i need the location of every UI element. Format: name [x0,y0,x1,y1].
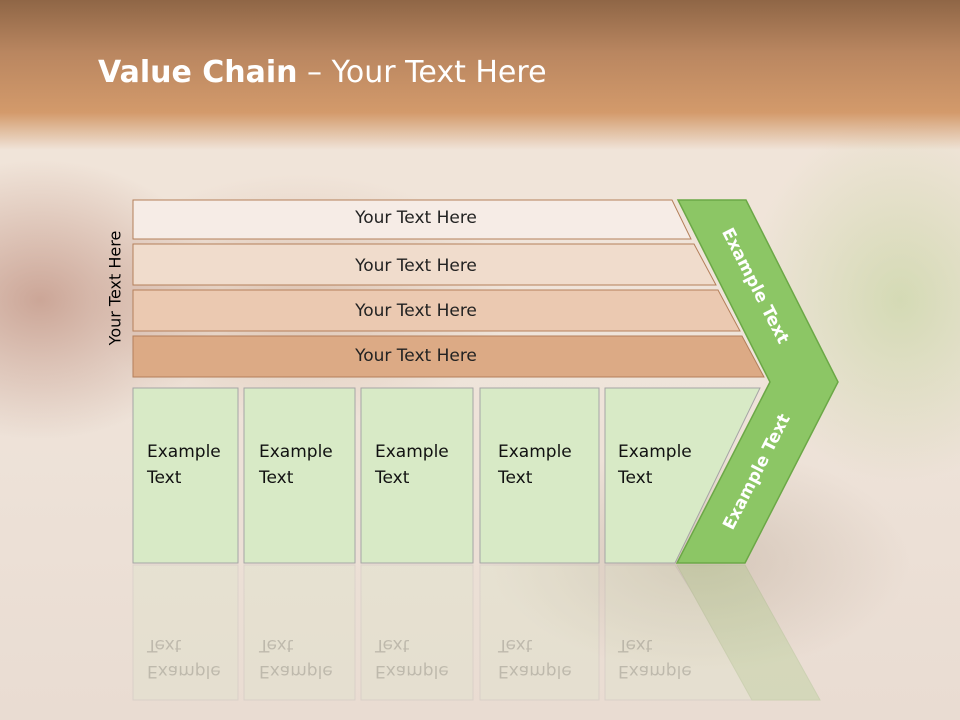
row-band-1 [132,199,692,240]
cell-box-1 [132,387,239,564]
row-band-4 [132,335,765,378]
reflection [132,564,821,701]
cell-reflection-4-line2: Text [498,635,533,655]
cell-box-5 [604,387,761,564]
cell-label-5-line2: Text [618,468,653,488]
row-band-2 [132,243,717,286]
cell-label-1-line2: Text [147,468,182,488]
cell-label-1-line1: Example [147,442,221,462]
cell-reflection-3: Example Text [375,632,449,684]
cell-label-4-line1: Example [498,442,572,462]
cell-reflection-1-line1: Example [147,661,221,681]
row-band-3 [132,289,741,332]
cell-reflection-4-line1: Example [498,661,572,681]
cell-label-2-line2: Text [259,468,294,488]
cell-reflection-5: Example Text [618,632,692,684]
cell-label-3-line1: Example [375,442,449,462]
cell-reflection-1-line2: Text [147,635,182,655]
row-label-2: Your Text Here [355,256,477,276]
cell-box-3 [360,387,474,564]
header-band [0,0,960,150]
title-bold: Value Chain [98,55,298,90]
cell-reflection-2: Example Text [259,632,333,684]
slide-title: Value Chain – Your Text Here [98,55,547,90]
cell-reflection-2-line2: Text [259,635,294,655]
cell-box-4 [479,387,600,564]
row-label-4: Your Text Here [355,346,477,366]
title-rest: – Your Text Here [297,55,547,90]
cell-label-2-line1: Example [259,442,333,462]
row-label-1: Your Text Here [355,208,477,228]
cell-reflection-4: Example Text [498,632,572,684]
cell-reflection-5-line2: Text [618,635,653,655]
cell-reflection-1: Example Text [147,632,221,684]
cell-reflection-2-line1: Example [259,661,333,681]
cell-reflection-3-line1: Example [375,661,449,681]
row-label-3: Your Text Here [355,301,477,321]
cell-reflection-3-line2: Text [375,635,410,655]
cell-reflection-5-line1: Example [618,661,692,681]
side-label: Your Text Here [105,230,125,346]
cell-label-4-line2: Text [498,468,533,488]
cell-label-3-line2: Text [375,468,410,488]
cell-box-2 [243,387,356,564]
cell-label-5-line1: Example [618,442,692,462]
chevron-arrow [675,199,839,564]
